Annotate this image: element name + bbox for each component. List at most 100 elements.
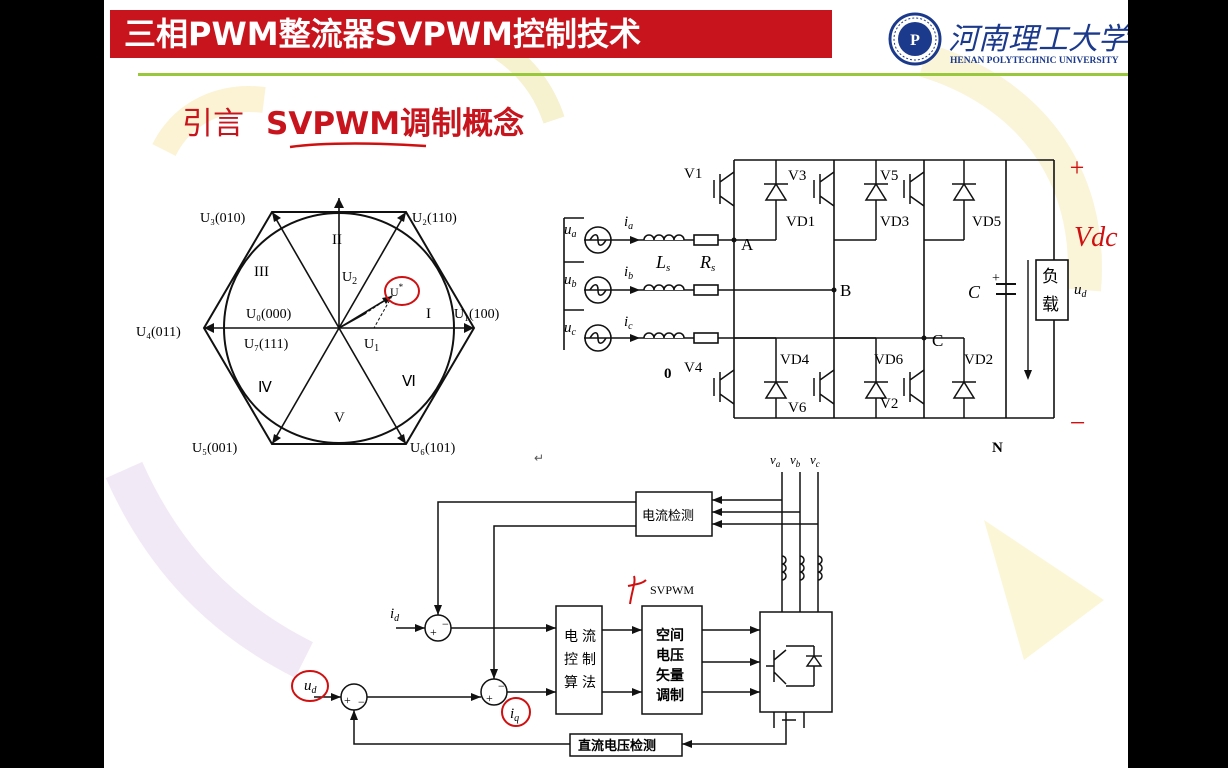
algo-char-6: 法 bbox=[582, 675, 596, 691]
section-heading: 引言 SVPWM调制概念 bbox=[182, 98, 524, 143]
sum1-minus: − bbox=[442, 617, 449, 631]
source-ua: ua bbox=[564, 222, 577, 240]
node-b: B bbox=[840, 281, 851, 300]
sector-1: I bbox=[426, 306, 431, 322]
node-c: C bbox=[932, 331, 943, 350]
vector-u3 bbox=[271, 211, 340, 329]
diode-vd1: VD1 bbox=[786, 214, 815, 230]
switch-v5: V5 bbox=[880, 168, 898, 184]
slide-title: 三相PWM整流器SVPWM控制技术 bbox=[110, 10, 832, 58]
switch-v4: V4 bbox=[684, 360, 703, 376]
section-topic: SVPWM调制概念 bbox=[266, 106, 524, 142]
capacitor-label: C bbox=[968, 282, 981, 302]
label-u1: U₁(100) bbox=[454, 307, 500, 322]
id-ref: id bbox=[390, 606, 400, 624]
section-prefix: 引言 bbox=[182, 106, 244, 142]
inner-uref: U* bbox=[390, 282, 404, 299]
label-u5: U₅(001) bbox=[192, 441, 238, 456]
university-name-cn: 河南理工大学 bbox=[948, 22, 1128, 57]
algo-char-5: 算 bbox=[564, 675, 578, 691]
label-u7: U₇(111) bbox=[244, 337, 289, 352]
sum2-plus: + bbox=[486, 691, 493, 705]
label-u6: U₆(101) bbox=[410, 441, 456, 456]
neutral-label: N bbox=[992, 440, 1003, 455]
inner-u1: U1 bbox=[364, 337, 379, 354]
sector-3: III bbox=[254, 264, 269, 280]
ground-label: 0 bbox=[664, 366, 672, 382]
space-vector-hexagon: II III I Ⅳ V Ⅵ U₃(010) U₂(110) U₁(100) U… bbox=[136, 198, 500, 456]
diode-vd4: VD4 bbox=[780, 352, 810, 368]
algo-char-3: 控 bbox=[564, 652, 578, 668]
capacitor-plus: + bbox=[992, 271, 1000, 286]
sector-2: II bbox=[332, 232, 342, 248]
label-u4: U₄(011) bbox=[136, 325, 181, 340]
inner-u2: U2 bbox=[342, 270, 357, 287]
source-uc: uc bbox=[564, 320, 577, 338]
current-ib: ib bbox=[624, 264, 633, 282]
hand-plus: + bbox=[1068, 153, 1086, 182]
current-detect-label: 电流检测 bbox=[642, 509, 694, 524]
control-block-diagram: 电流检测 电 流 控 制 算 法 空间 电压 矢量 调制 SVPWM 直流电压检… bbox=[291, 451, 833, 757]
title-divider bbox=[138, 73, 1128, 76]
inductor-label: Ls bbox=[655, 252, 670, 274]
university-logo: P 河南理工大学 HENAN POLYTECHNIC UNIVERSITY bbox=[888, 10, 1128, 70]
source-ub: ub bbox=[564, 272, 577, 290]
dc-detect-label: 直流电压检测 bbox=[578, 738, 656, 754]
switch-v1: V1 bbox=[684, 166, 702, 182]
iq-ref: iq bbox=[510, 706, 519, 724]
slide: 三相PWM整流器SVPWM控制技术 P 河南理工大学 HENAN POLYTEC… bbox=[104, 0, 1128, 768]
algo-char-1: 电 bbox=[564, 629, 578, 645]
sector-5: V bbox=[334, 410, 345, 426]
sum1-plus: + bbox=[430, 625, 437, 639]
hand-circle-iq bbox=[501, 697, 531, 727]
algo-char-4: 制 bbox=[582, 652, 596, 668]
svm-line-2: 电压 bbox=[656, 647, 684, 664]
current-ia: ia bbox=[624, 214, 633, 232]
svm-line-4: 调制 bbox=[656, 687, 684, 704]
hand-circle-ud bbox=[291, 670, 329, 702]
rectifier-circuit: V1 V3 V5 V4 V6 V2 VD1 VD3 VD5 VD4 VD6 VD… bbox=[563, 153, 1118, 455]
switch-v2: V2 bbox=[880, 396, 898, 412]
phase-vc: vc bbox=[810, 452, 820, 469]
sum3-minus: − bbox=[358, 695, 365, 709]
node-a: A bbox=[741, 235, 754, 254]
current-ic: ic bbox=[624, 314, 633, 332]
label-u2: U₂(110) bbox=[412, 211, 457, 226]
dc-voltage-ud: ud bbox=[1074, 282, 1088, 300]
diode-vd2: VD2 bbox=[964, 352, 993, 368]
switch-v3: V3 bbox=[788, 168, 806, 184]
section-topic-latin: SVPWM bbox=[266, 106, 401, 142]
university-seal-icon: P bbox=[888, 12, 942, 66]
diode-vd5: VD5 bbox=[972, 214, 1001, 230]
vector-u2 bbox=[338, 211, 407, 329]
ud-ref: ud bbox=[304, 678, 318, 696]
diode-vd6: VD6 bbox=[874, 352, 904, 368]
svm-line-3: 矢量 bbox=[656, 667, 684, 684]
vector-u6 bbox=[338, 327, 407, 445]
label-u0: U₀(000) bbox=[246, 307, 292, 322]
svpwm-label: SVPWM bbox=[650, 583, 694, 597]
hand-circle-uref bbox=[384, 276, 420, 306]
load-char-1: 负 bbox=[1042, 267, 1059, 287]
load-char-2: 载 bbox=[1042, 295, 1059, 315]
phase-vb: vb bbox=[790, 452, 801, 469]
resistor-label: Rs bbox=[699, 252, 715, 274]
hand-vdc: Vdc bbox=[1074, 222, 1118, 253]
hand-minus: − bbox=[1068, 408, 1087, 439]
sum2-minus: − bbox=[498, 679, 505, 693]
switch-v6: V6 bbox=[788, 400, 807, 416]
hand-underline bbox=[289, 142, 427, 149]
svm-line-1: 空间 bbox=[656, 627, 684, 644]
hand-mark-svpwm bbox=[627, 575, 647, 605]
svg-text:P: P bbox=[910, 32, 920, 49]
label-u3: U₃(010) bbox=[200, 211, 246, 226]
vector-u5 bbox=[271, 327, 340, 445]
algo-char-2: 流 bbox=[582, 629, 596, 645]
sector-4: Ⅳ bbox=[258, 380, 272, 396]
sector-6: Ⅵ bbox=[402, 374, 416, 390]
section-topic-cn: 调制概念 bbox=[400, 106, 525, 142]
return-mark: ↵ bbox=[534, 451, 544, 465]
phase-va: va bbox=[770, 452, 781, 469]
diode-vd3: VD3 bbox=[880, 214, 909, 230]
university-name-en: HENAN POLYTECHNIC UNIVERSITY bbox=[950, 56, 1119, 66]
